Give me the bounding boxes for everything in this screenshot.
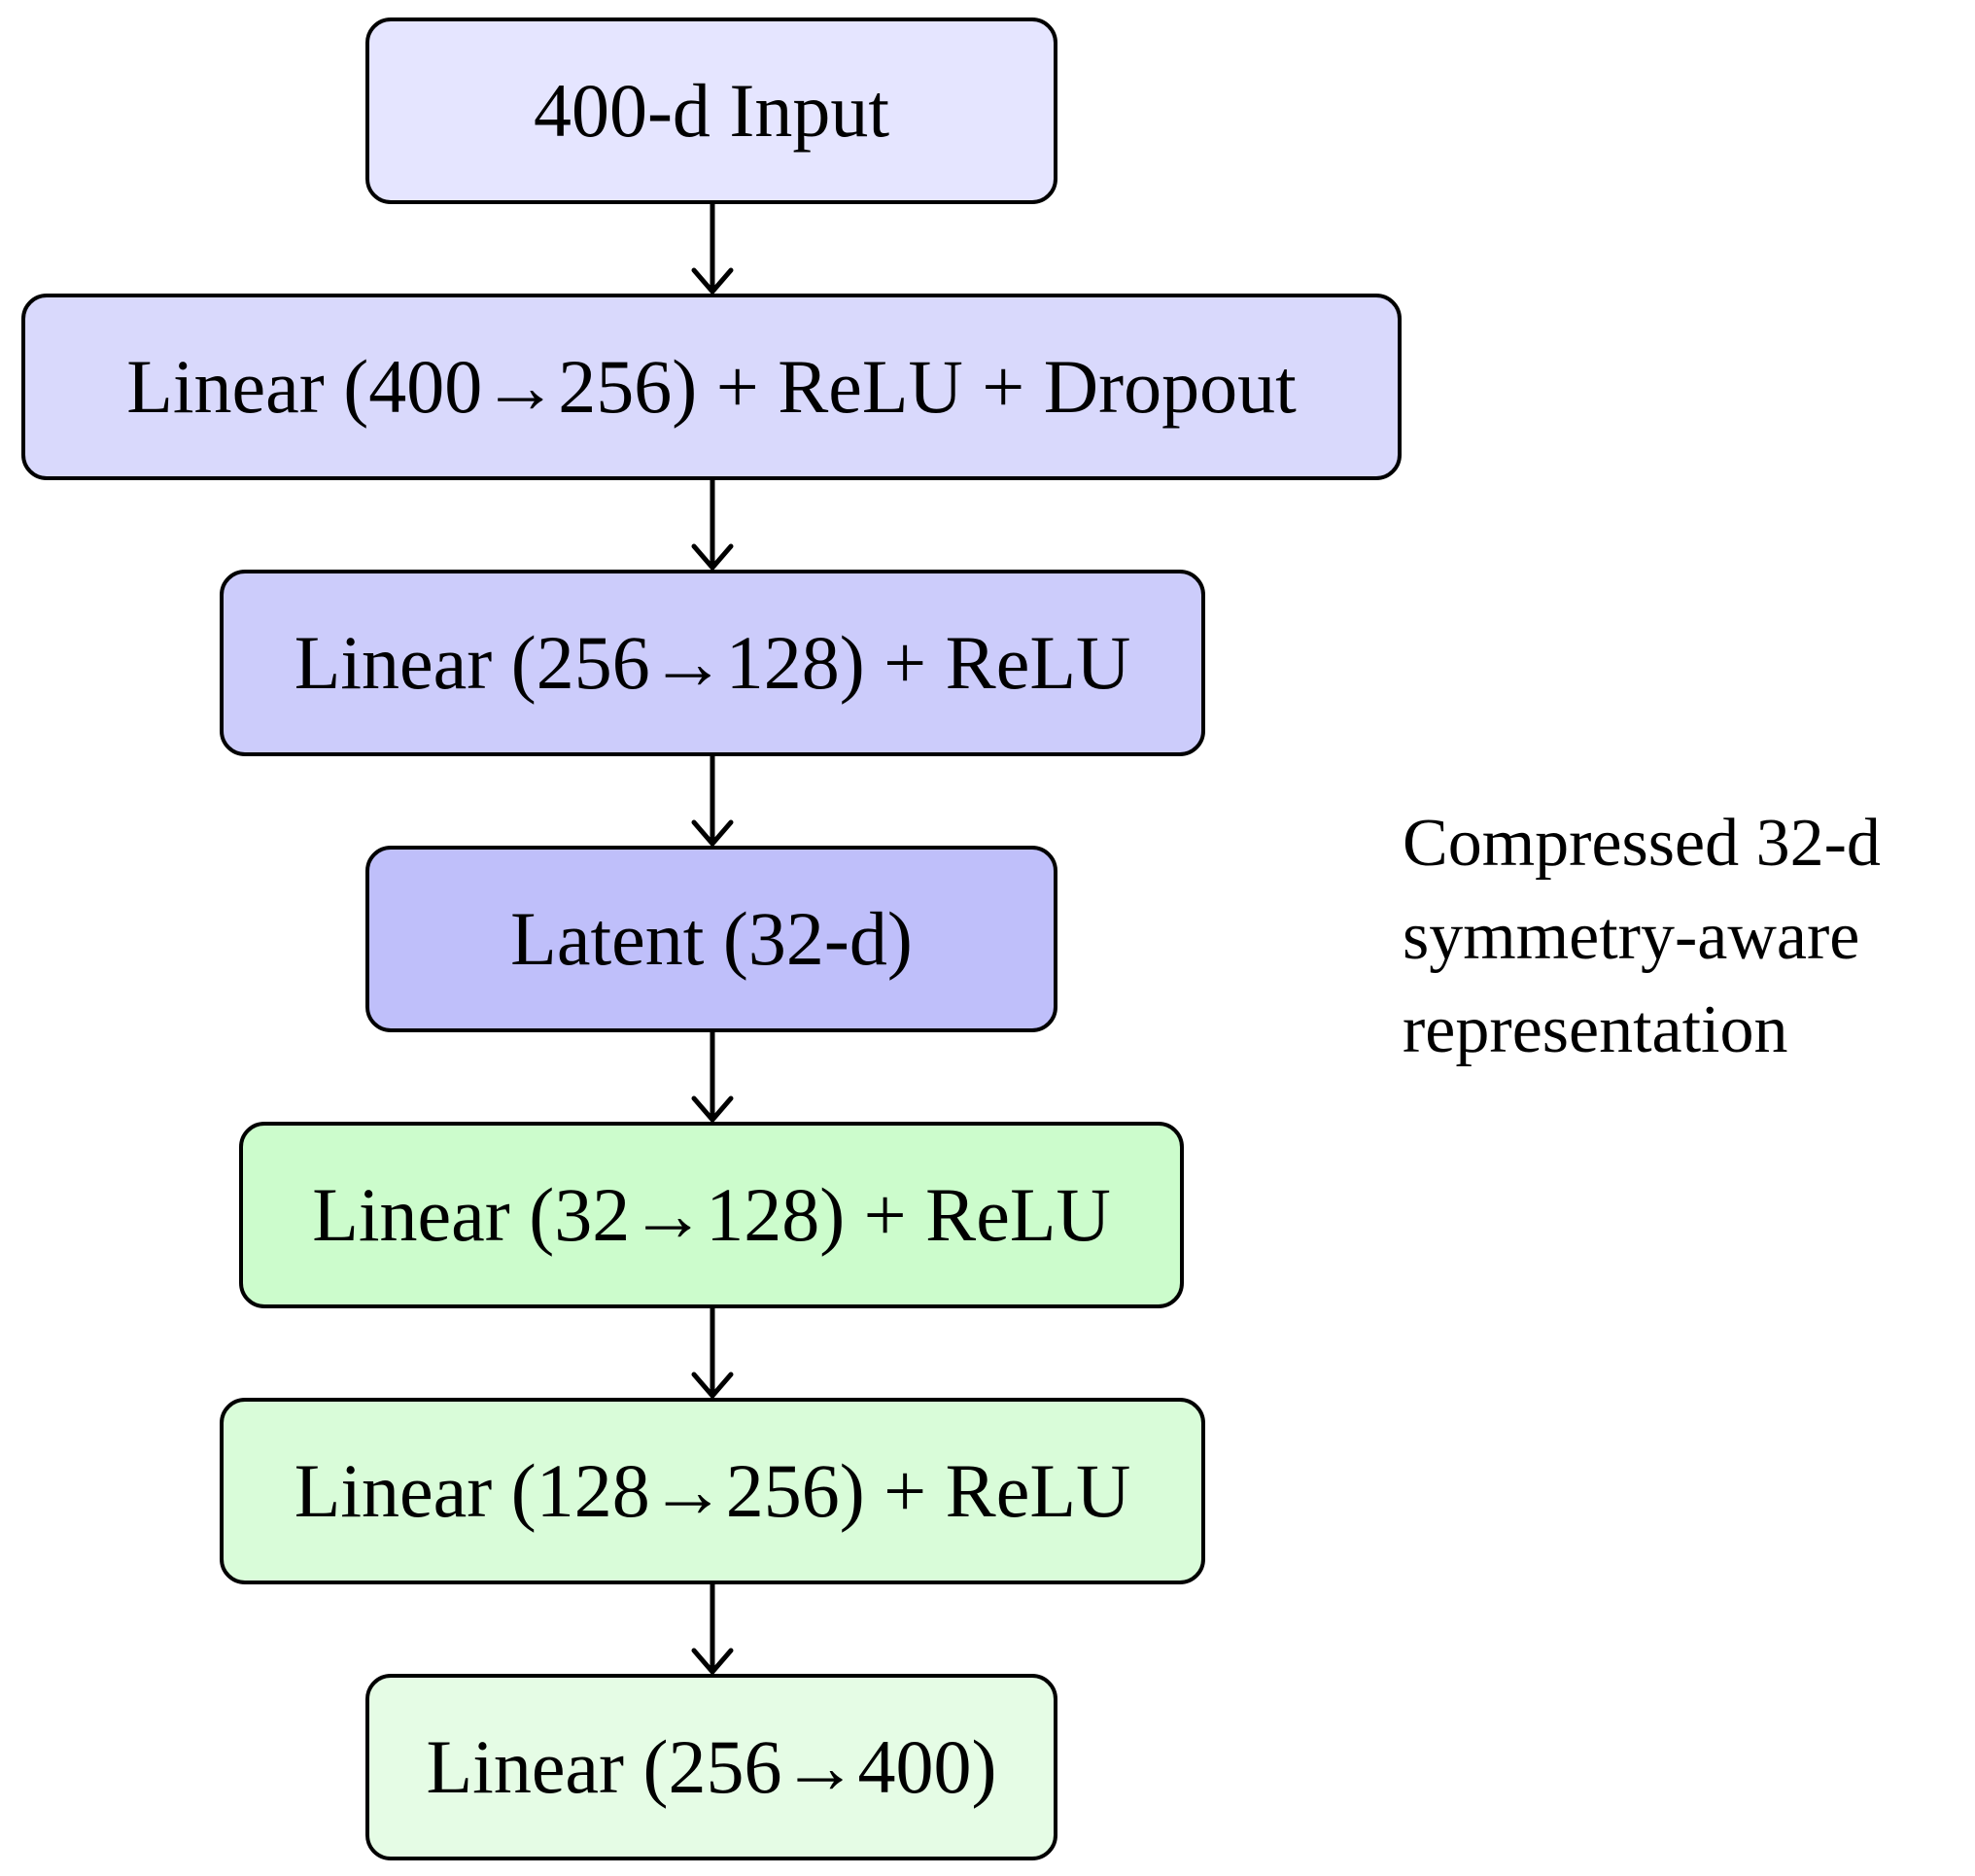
- latent-node: Latent (32-d): [365, 846, 1057, 1032]
- latent-annotation-line-1: Compressed 32-d: [1403, 806, 1881, 881]
- encoder-linear-2-node: Linear (256→128) + ReLU: [220, 570, 1205, 756]
- input-node-label: 400-d Input: [533, 68, 890, 153]
- latent-annotation-line-3: representation: [1403, 992, 1788, 1067]
- encoder-linear-2-label: Linear (256→128) + ReLU: [294, 620, 1131, 705]
- arrow-dec1-to-dec2: [691, 1308, 734, 1399]
- arrow-dec2-to-dec3: [691, 1584, 734, 1675]
- decoder-linear-2-node: Linear (128→256) + ReLU: [220, 1398, 1205, 1584]
- arrow-enc2-to-latent: [691, 756, 734, 847]
- decoder-linear-3-node: Linear (256→400): [365, 1674, 1057, 1860]
- arrow-latent-to-dec1: [691, 1032, 734, 1123]
- decoder-linear-2-label: Linear (128→256) + ReLU: [294, 1448, 1131, 1533]
- encoder-linear-1-label: Linear (400→256) + ReLU + Dropout: [126, 344, 1297, 429]
- latent-annotation: Compressed 32-d symmetry-aware represent…: [1403, 797, 1881, 1077]
- arrow-input-to-enc1: [691, 204, 734, 295]
- latent-annotation-line-2: symmetry-aware: [1403, 899, 1860, 974]
- decoder-linear-3-label: Linear (256→400): [426, 1724, 997, 1809]
- encoder-linear-1-node: Linear (400→256) + ReLU + Dropout: [21, 294, 1402, 480]
- input-node: 400-d Input: [365, 17, 1057, 204]
- latent-node-label: Latent (32-d): [510, 896, 913, 981]
- decoder-linear-1-node: Linear (32→128) + ReLU: [239, 1122, 1184, 1308]
- decoder-linear-1-label: Linear (32→128) + ReLU: [312, 1172, 1111, 1257]
- arrow-enc1-to-enc2: [691, 480, 734, 571]
